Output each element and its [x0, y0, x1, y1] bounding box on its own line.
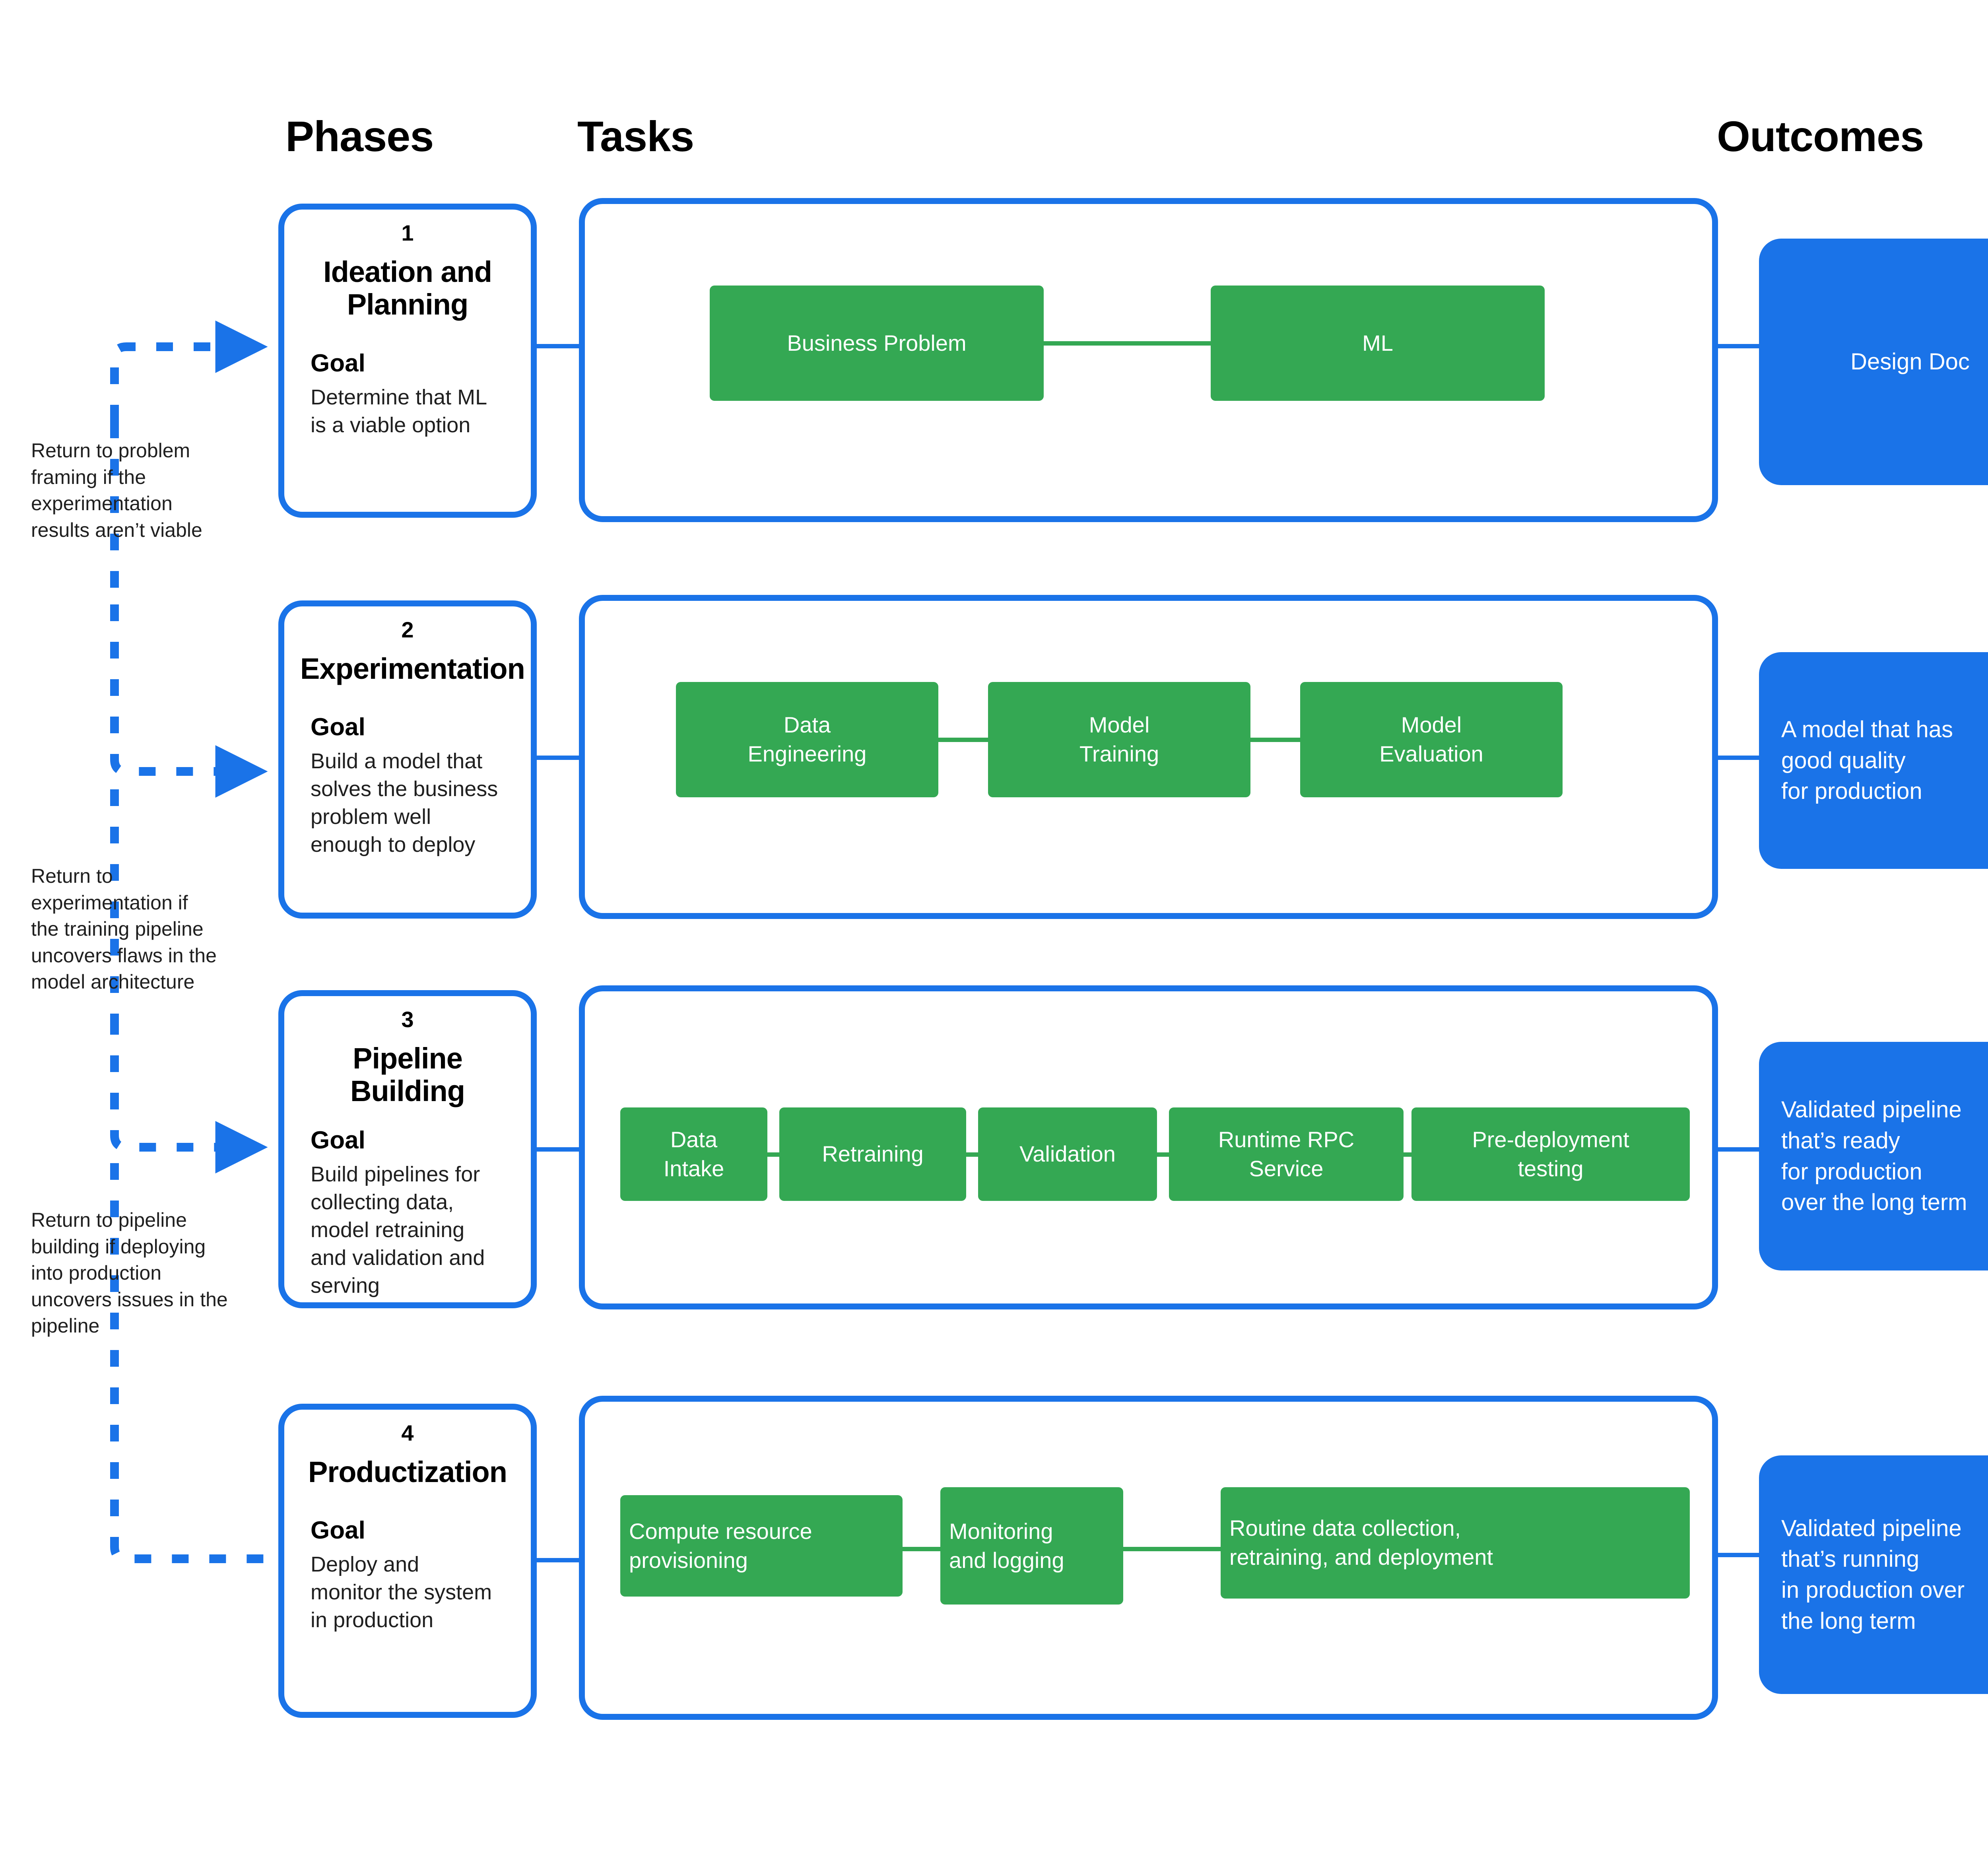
connector-phase1-tasks [537, 344, 580, 348]
connector-tasks1-outcome [1718, 344, 1761, 348]
phase-title-2: Experimentation [300, 652, 525, 685]
outcome-box-4[interactable]: Validated pipeline that’s running in pro… [1759, 1455, 1988, 1694]
phase-number-2: 2 [401, 617, 414, 642]
phase-card-1[interactable]: 1 Ideation and Planning Goal Determine t… [278, 204, 537, 518]
phase-card-4[interactable]: 4 Productization Goal Deploy and monitor… [278, 1404, 537, 1718]
outcome-box-2[interactable]: A model that has good quality for produc… [1759, 652, 1988, 869]
goal-label-1: Goal [311, 350, 365, 377]
connector-rt-val [966, 1152, 978, 1157]
phase-card-3[interactable]: 3 Pipeline Building Goal Build pipelines… [278, 990, 537, 1308]
task-box-data-engineering[interactable]: Data Engineering [676, 682, 938, 797]
phase-number-4: 4 [401, 1420, 414, 1445]
goal-text-1: Determine that ML is a viable option [311, 385, 487, 437]
connector-phase2-tasks [537, 756, 580, 760]
column-header-outcomes: Outcomes [1717, 112, 1924, 160]
task-box-retraining[interactable]: Retraining [779, 1107, 966, 1201]
connector-phase3-tasks [537, 1147, 580, 1152]
connector-business-problem-ml [1044, 341, 1211, 346]
phase-number-1: 1 [401, 220, 414, 245]
task-box-model-evaluation[interactable]: Model Evaluation [1300, 682, 1563, 797]
connector-tasks4-outcome [1718, 1553, 1761, 1557]
connector-monitoring-routine [1123, 1547, 1221, 1551]
task-box-ml[interactable]: ML [1211, 286, 1545, 401]
goal-text-2: Build a model that solves the business p… [311, 749, 498, 857]
column-header-tasks: Tasks [577, 112, 694, 160]
phase-card-2[interactable]: 2 Experimentation Goal Build a model tha… [278, 600, 537, 919]
return-note-3: Return to pipeline building if deploying… [31, 1209, 228, 1337]
phase-goal-4: Goal Deploy and monitor the system in pr… [300, 1516, 515, 1634]
phase-title-4: Productization [308, 1455, 507, 1488]
connector-di-rt [767, 1152, 779, 1157]
task-box-validation[interactable]: Validation [978, 1107, 1157, 1201]
phase-goal-1: Goal Determine that ML is a viable optio… [300, 349, 515, 439]
outcome-box-1[interactable]: Design Doc [1759, 239, 1988, 485]
return-note-2: Return to experimentation if the trainin… [31, 865, 217, 993]
connector-rpc-predeploy [1404, 1152, 1411, 1157]
task-box-business-problem[interactable]: Business Problem [710, 286, 1044, 401]
task-box-model-training[interactable]: Model Training [988, 682, 1250, 797]
connector-tasks3-outcome [1718, 1147, 1761, 1152]
connector-val-rpc [1157, 1152, 1169, 1157]
goal-label-3: Goal [311, 1127, 365, 1154]
task-box-compute-resource-provisioning[interactable]: Compute resource provisioning [620, 1495, 903, 1597]
column-header-phases: Phases [285, 112, 434, 160]
connector-de-mt [938, 738, 988, 742]
connector-compute-monitoring [903, 1547, 940, 1551]
return-arrow-to-phase-2 [110, 604, 268, 798]
return-arrow-to-phase-3 [110, 1018, 268, 1173]
task-box-pre-deployment-testing[interactable]: Pre-deployment testing [1411, 1107, 1690, 1201]
task-box-routine-data-collection[interactable]: Routine data collection, retraining, and… [1221, 1487, 1690, 1599]
goal-text-3: Build pipelines for collecting data, mod… [311, 1162, 485, 1298]
outcome-box-3[interactable]: Validated pipeline that’s ready for prod… [1759, 1042, 1988, 1270]
goal-text-4: Deploy and monitor the system in product… [311, 1552, 492, 1632]
task-box-runtime-rpc-service[interactable]: Runtime RPC Service [1169, 1107, 1404, 1201]
task-box-monitoring-and-logging[interactable]: Monitoring and logging [940, 1487, 1123, 1605]
connector-tasks2-outcome [1718, 756, 1761, 760]
return-arrow-to-phase-1 [110, 321, 268, 422]
phase-title-3: Pipeline Building [350, 1041, 465, 1108]
phase-goal-3: Goal Build pipelines for collecting data… [300, 1126, 515, 1300]
connector-phase4-tasks [537, 1558, 580, 1562]
connector-mt-me [1250, 738, 1300, 742]
task-box-data-intake[interactable]: Data Intake [620, 1107, 767, 1201]
return-note-1: Return to problem framing if the experim… [31, 439, 202, 541]
goal-label-4: Goal [311, 1517, 365, 1544]
phase-goal-2: Goal Build a model that solves the busin… [300, 713, 515, 859]
phase-number-3: 3 [401, 1007, 414, 1032]
goal-label-2: Goal [311, 713, 365, 741]
phase-title-1: Ideation and Planning [323, 255, 492, 321]
